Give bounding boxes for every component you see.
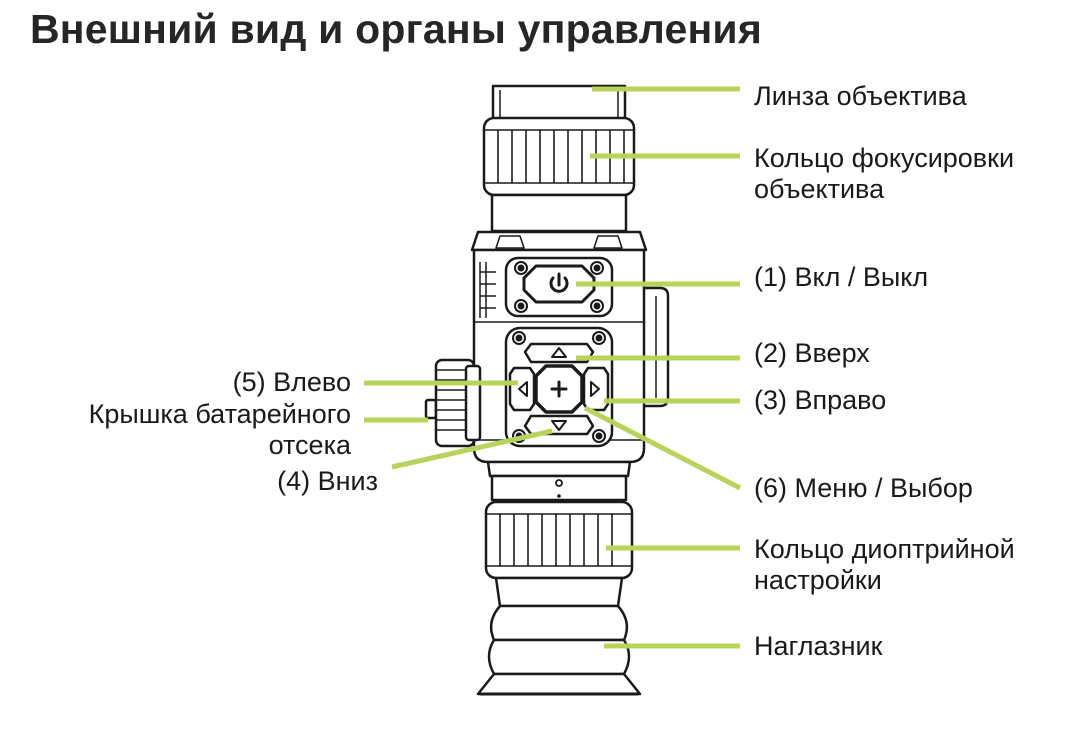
label-left: (5) Влево xyxy=(233,367,351,397)
lens-neck xyxy=(490,193,628,233)
label-diopter-line1: Кольцо диоптрийной xyxy=(754,534,1015,564)
plus-icon xyxy=(550,380,568,398)
label-focus-ring-line1: Кольцо фокусировки xyxy=(754,143,1014,173)
label-menu: (6) Меню / Выбор xyxy=(754,473,973,503)
down-button[interactable] xyxy=(523,414,595,436)
label-right: (3) Вправо xyxy=(754,385,886,415)
power-button[interactable] xyxy=(522,264,596,304)
label-up: (2) Вверх xyxy=(754,338,870,368)
lower-collar xyxy=(486,460,632,478)
battery-cover-knob[interactable] xyxy=(424,358,482,448)
right-arrow-icon xyxy=(590,381,600,397)
menu-select-button[interactable] xyxy=(534,364,584,414)
page-title: Внешний вид и органы управления xyxy=(30,6,762,52)
eyecup xyxy=(476,576,642,696)
left-arrow-icon xyxy=(518,381,528,397)
label-eyecup: Наглазник xyxy=(754,631,883,661)
leader-lines xyxy=(364,86,742,649)
diopter-ring xyxy=(484,500,634,580)
callout-labels: Линза объектива Кольцо фокусировки объек… xyxy=(89,81,1015,661)
right-button[interactable] xyxy=(582,366,610,412)
leader-down xyxy=(391,428,553,470)
label-down: (4) Вниз xyxy=(277,466,378,496)
left-button[interactable] xyxy=(508,366,536,412)
focus-ring xyxy=(482,116,636,197)
label-battery-line2: отсека xyxy=(269,430,352,460)
leader-menu xyxy=(583,405,742,491)
label-diopter-line2: настройки xyxy=(754,565,882,595)
label-lens: Линза объектива xyxy=(754,81,968,111)
power-icon xyxy=(549,272,569,293)
thermal-scope-illustration xyxy=(424,84,670,696)
down-arrow-icon xyxy=(551,420,567,431)
up-arrow-icon xyxy=(551,347,567,358)
label-battery-line1: Крышка батарейного xyxy=(89,399,351,429)
label-focus-ring-line2: объектива xyxy=(754,174,885,204)
right-side-panel xyxy=(638,286,670,408)
label-power: (1) Вкл / Выкл xyxy=(754,262,928,292)
